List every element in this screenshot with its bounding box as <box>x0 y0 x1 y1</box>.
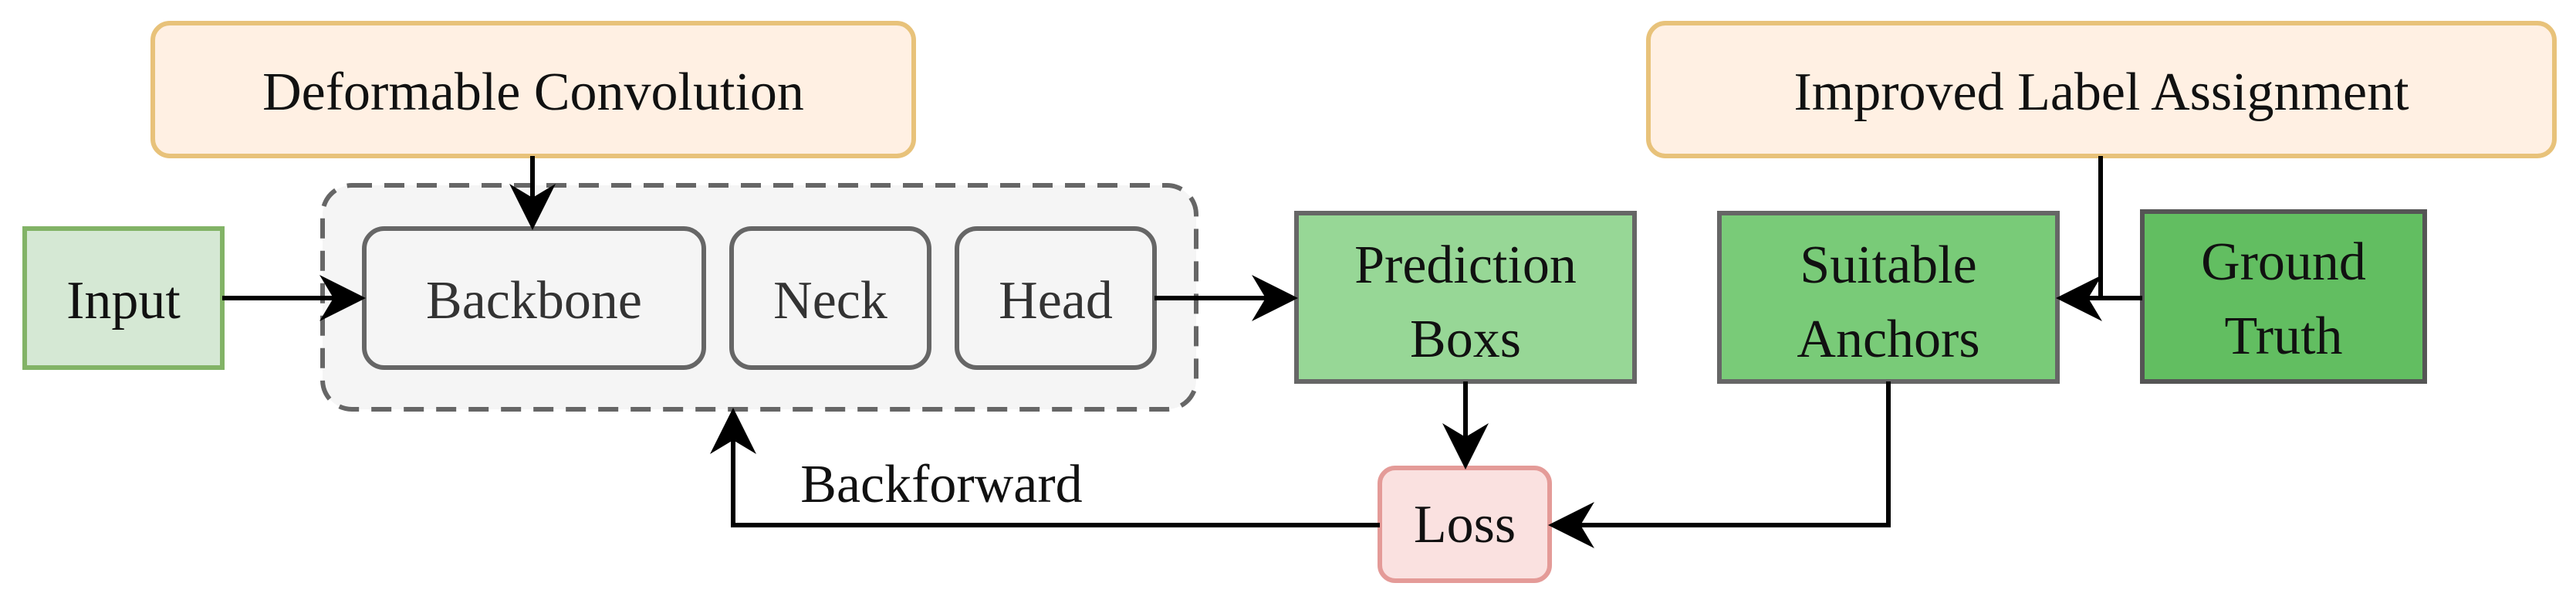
prediction-boxs-label-line2: Boxs <box>1410 310 1521 369</box>
input-label: Input <box>66 271 181 331</box>
ground-truth-label-line2: Truth <box>2224 307 2342 366</box>
backforward-label: Backforward <box>800 455 1082 514</box>
neck-label: Neck <box>773 271 887 331</box>
input-box <box>22 226 225 370</box>
backbone-label: Backbone <box>426 271 642 331</box>
suitable-anchors-label-line2: Anchors <box>1797 310 1979 369</box>
head-label: Head <box>999 271 1113 331</box>
deformable-convolution-label: Deformable Convolution <box>262 63 804 122</box>
arrow-suitable-to-loss <box>1548 381 1891 548</box>
ground-truth-box <box>2140 209 2427 384</box>
suitable-anchors-label-line1: Suitable <box>1800 236 1976 295</box>
improved-label-assignment-label: Improved Label Assignment <box>1793 63 2409 122</box>
loss-label: Loss <box>1414 495 1516 554</box>
ground-truth-label-line1: Ground <box>2201 232 2366 292</box>
arrow-loss-to-model-backforward <box>710 408 1380 527</box>
neck-box <box>729 226 931 370</box>
prediction-boxs-label-line1: Prediction <box>1354 236 1577 295</box>
